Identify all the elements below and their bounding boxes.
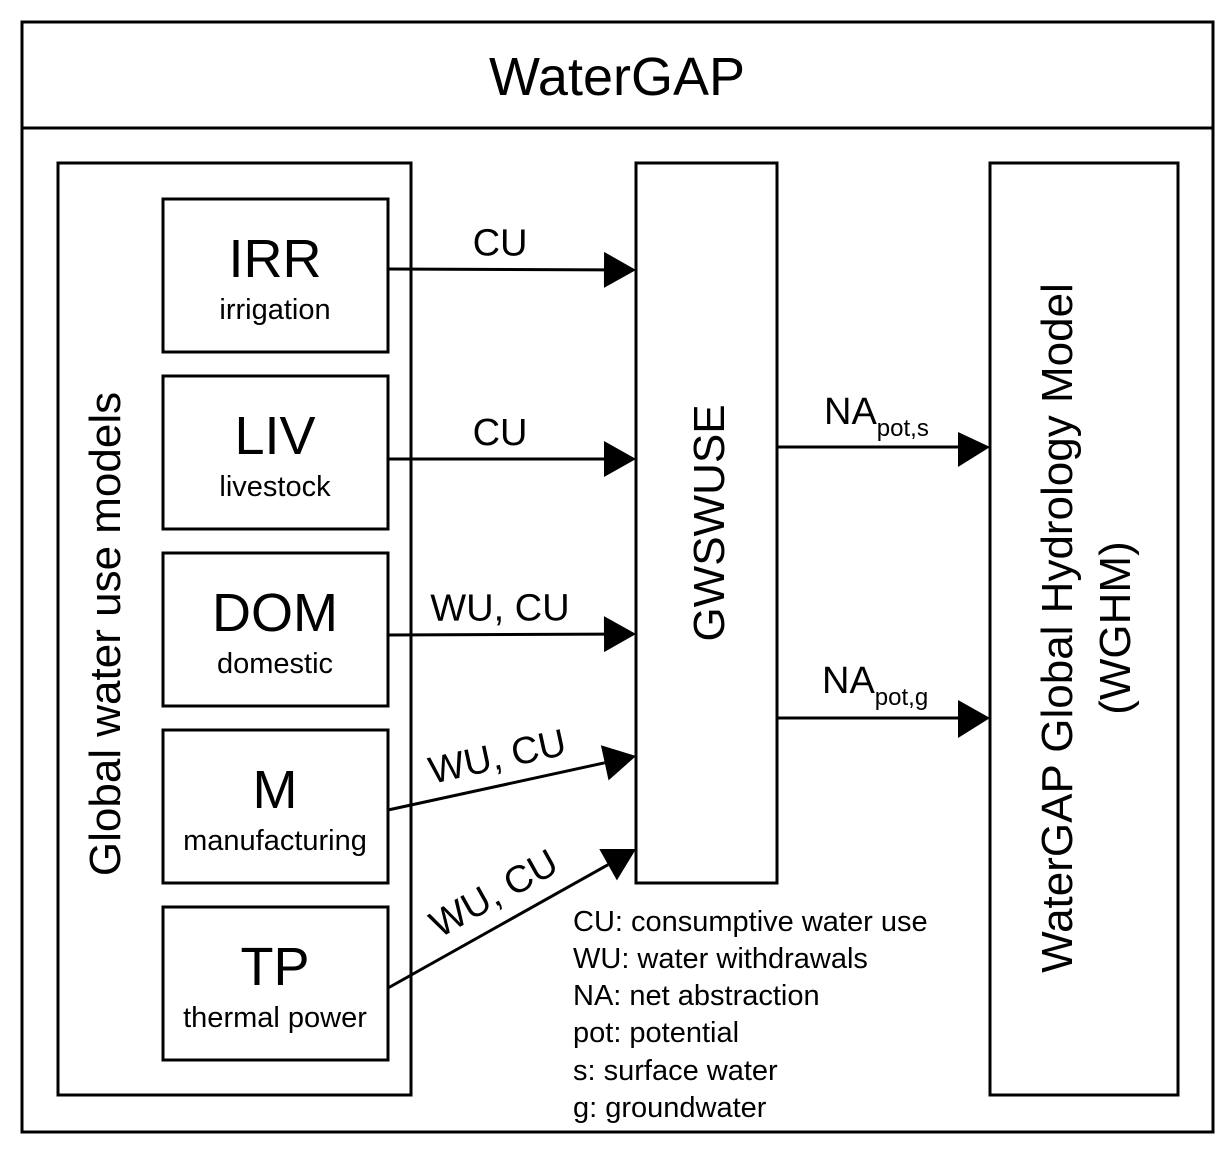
flow-arrowhead (604, 441, 636, 477)
output-label-groundwater: NApot,g (822, 660, 928, 711)
flow-arrowhead (599, 848, 636, 881)
flow-label: WU, CU (423, 842, 565, 947)
model-name: irrigation (219, 294, 330, 326)
model-abbr: M (253, 760, 298, 820)
model-name: thermal power (183, 1002, 367, 1034)
flow-arrowhead (603, 616, 636, 653)
gwswuse-label: GWSWUSE (685, 404, 734, 641)
legend-item: CU: consumptive water use (573, 906, 928, 938)
model-box-dom (161, 551, 390, 708)
flow-arrow-line (387, 632, 605, 637)
wghm-box (988, 161, 1180, 1097)
output-label-surface: NApot,s (824, 391, 929, 442)
flow-arrowhead (600, 745, 636, 781)
water-use-models-panel (56, 161, 413, 1097)
diagram-title: WaterGAP (489, 47, 745, 107)
model-name: domestic (217, 648, 333, 680)
flow-arrow-line (387, 863, 609, 990)
legend-item: pot: potential (573, 1017, 739, 1049)
model-name: manufacturing (183, 825, 367, 857)
flow-label: WU, CU (425, 722, 570, 793)
legend-item: WU: water withdrawals (573, 943, 868, 975)
model-box-irr (161, 197, 390, 354)
output-label-sub: pot,s (877, 415, 929, 442)
wghm-label-line2: (WGHM) (1091, 541, 1140, 715)
model-name: livestock (219, 471, 331, 503)
gwswuse-box (634, 161, 779, 885)
flow-label: CU (473, 412, 528, 454)
output-label-main: NA (822, 660, 875, 702)
legend-item: s: surface water (573, 1055, 778, 1087)
model-abbr: IRR (229, 229, 322, 289)
flow-label: WU, CU (430, 587, 569, 630)
model-abbr: TP (240, 937, 309, 997)
wghm-label-line1: WaterGAP Global Hydrology Model (1033, 283, 1082, 973)
legend: CU: consumptive water use WU: water with… (573, 906, 928, 1124)
flow-arrow-line (387, 761, 606, 812)
legend-item: NA: net abstraction (573, 980, 820, 1012)
flow-label: CU (473, 222, 528, 264)
output-label-sub: pot,g (875, 684, 928, 711)
model-box-liv (161, 374, 390, 531)
output-label-main: NA (824, 391, 877, 433)
legend-item: g: groundwater (573, 1092, 767, 1124)
output-arrowhead-groundwater (958, 700, 990, 738)
flow-arrowhead (603, 251, 636, 288)
outer-frame (20, 20, 1215, 1134)
flow-arrow-line (387, 267, 605, 272)
output-arrowhead-surface (958, 432, 990, 467)
water-use-models-label: Global water use models (81, 392, 130, 876)
model-box-tp (161, 905, 390, 1062)
model-abbr: DOM (212, 583, 338, 643)
model-box-m (161, 728, 390, 885)
model-abbr: LIV (234, 406, 315, 466)
